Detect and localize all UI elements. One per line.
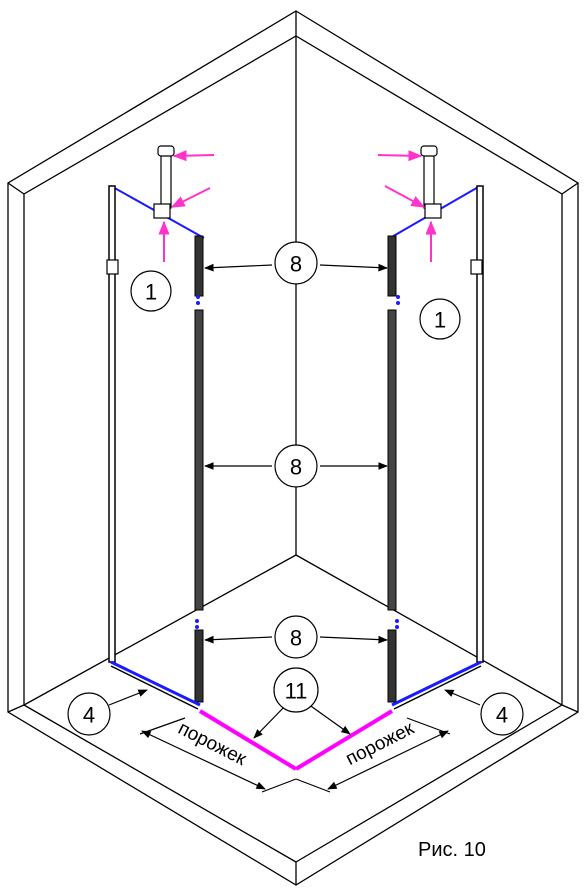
right-hinge-dot-top-2 xyxy=(396,301,400,305)
right-wall-bracket xyxy=(470,259,483,275)
callout-circle xyxy=(480,692,524,736)
left-stabilizer-bar xyxy=(153,145,175,219)
room-corner-top-left xyxy=(7,182,25,195)
callout-profile-left: 4 xyxy=(67,692,111,736)
callout-seal-bottom: 8 xyxy=(274,615,318,659)
threshold-leader-left xyxy=(253,703,288,739)
left-fixed-glass-edge xyxy=(194,235,204,297)
seal-bottom-leader-right xyxy=(319,635,388,644)
right-stabilizer-cap xyxy=(420,145,438,157)
dim-right-ext-a xyxy=(295,778,331,793)
callout-circle xyxy=(130,270,172,312)
left-glass-panel xyxy=(106,185,205,710)
dim-left-line xyxy=(141,730,266,790)
callout-number: 8 xyxy=(290,626,302,651)
force-arrows xyxy=(158,150,437,262)
profile-right-leader xyxy=(444,689,481,706)
callout-number: 8 xyxy=(290,455,302,480)
force-arrow-left-diag xyxy=(170,187,211,208)
left-door-glass-edge-upper xyxy=(194,309,204,611)
dim-left-ext-b xyxy=(261,778,297,793)
force-arrow-right-top xyxy=(377,150,423,162)
callout-number: 11 xyxy=(285,679,308,704)
left-hinge-dot-top xyxy=(196,295,200,299)
threshold-leader-right xyxy=(307,703,351,735)
floor-front-left xyxy=(23,704,297,863)
callout-hinge-right: 1 xyxy=(419,298,461,340)
right-stabilizer-rod xyxy=(423,149,435,209)
seal-bottom-leader-left xyxy=(204,635,273,644)
left-wall-bracket xyxy=(106,259,119,275)
threshold-label-left: порожек xyxy=(175,718,251,770)
callout-circle xyxy=(274,241,318,285)
room-corner-left xyxy=(7,704,25,713)
threshold-dimensions xyxy=(139,717,451,793)
left-door-glass-edge-lower xyxy=(194,629,204,703)
left-panel-bottom-edge-shadow xyxy=(110,665,199,710)
right-fixed-glass-edge xyxy=(387,235,397,297)
profile-left-leader xyxy=(108,689,148,706)
callout-number: 1 xyxy=(434,308,446,333)
right-stabilizer-clamp xyxy=(424,203,442,219)
right-panel-bottom-edge xyxy=(391,660,482,707)
left-stabilizer-cap xyxy=(157,145,175,157)
right-stabilizer-bar xyxy=(420,145,442,219)
callout-number: 8 xyxy=(290,252,302,277)
dim-right-ext-b xyxy=(406,717,451,735)
floor-edge-left xyxy=(23,554,297,706)
callout-hinge-left: 1 xyxy=(130,270,172,312)
callout-number: 1 xyxy=(145,280,157,305)
dim-right-line xyxy=(327,730,449,790)
left-hinge-dot-bottom xyxy=(195,619,199,623)
left-stabilizer-clamp xyxy=(153,203,171,219)
callout-seal-middle: 8 xyxy=(274,444,318,488)
force-arrow-left-top xyxy=(172,150,215,162)
callout-circle xyxy=(419,298,461,340)
right-panel-bottom-edge-shadow xyxy=(393,665,482,710)
left-panel-bottom-edge xyxy=(110,660,201,707)
right-glass-panel xyxy=(387,185,484,710)
right-hinge-dot-bottom xyxy=(395,619,399,623)
right-hinge-dot-top xyxy=(396,295,400,299)
threshold-label-right: порожек xyxy=(343,718,419,770)
force-arrow-right-diag xyxy=(384,185,426,208)
left-hinge-dot-bottom-2 xyxy=(195,625,199,629)
left-hinge-dot-top-2 xyxy=(196,301,200,305)
callout-circle xyxy=(274,444,318,488)
callout-circle xyxy=(67,692,111,736)
callout-circle xyxy=(274,615,318,659)
callout-threshold: 11 xyxy=(273,667,319,713)
room-corner-top-right xyxy=(561,182,579,195)
callout-number: 4 xyxy=(83,703,95,728)
left-stabilizer-rod xyxy=(160,149,172,209)
floor-edge-right xyxy=(295,554,563,706)
figure-caption: Рис. 10 xyxy=(418,839,486,861)
room-corner-right xyxy=(561,704,579,713)
callout-seal-top: 8 xyxy=(274,241,318,285)
right-door-glass-edge-upper xyxy=(387,309,397,611)
callout-profile-right: 4 xyxy=(480,692,524,736)
right-wall-profile xyxy=(476,185,484,663)
dim-left-ext-a xyxy=(139,717,186,735)
leader-lines xyxy=(108,263,481,739)
right-door-glass-edge-lower xyxy=(387,629,397,703)
left-wall-profile xyxy=(108,185,116,663)
callout-circle xyxy=(273,667,319,713)
callout-number: 4 xyxy=(496,703,508,728)
seal-top-leader-left xyxy=(204,263,273,272)
right-hinge-dot-bottom-2 xyxy=(395,625,399,629)
seal-top-leader-right xyxy=(319,263,388,272)
